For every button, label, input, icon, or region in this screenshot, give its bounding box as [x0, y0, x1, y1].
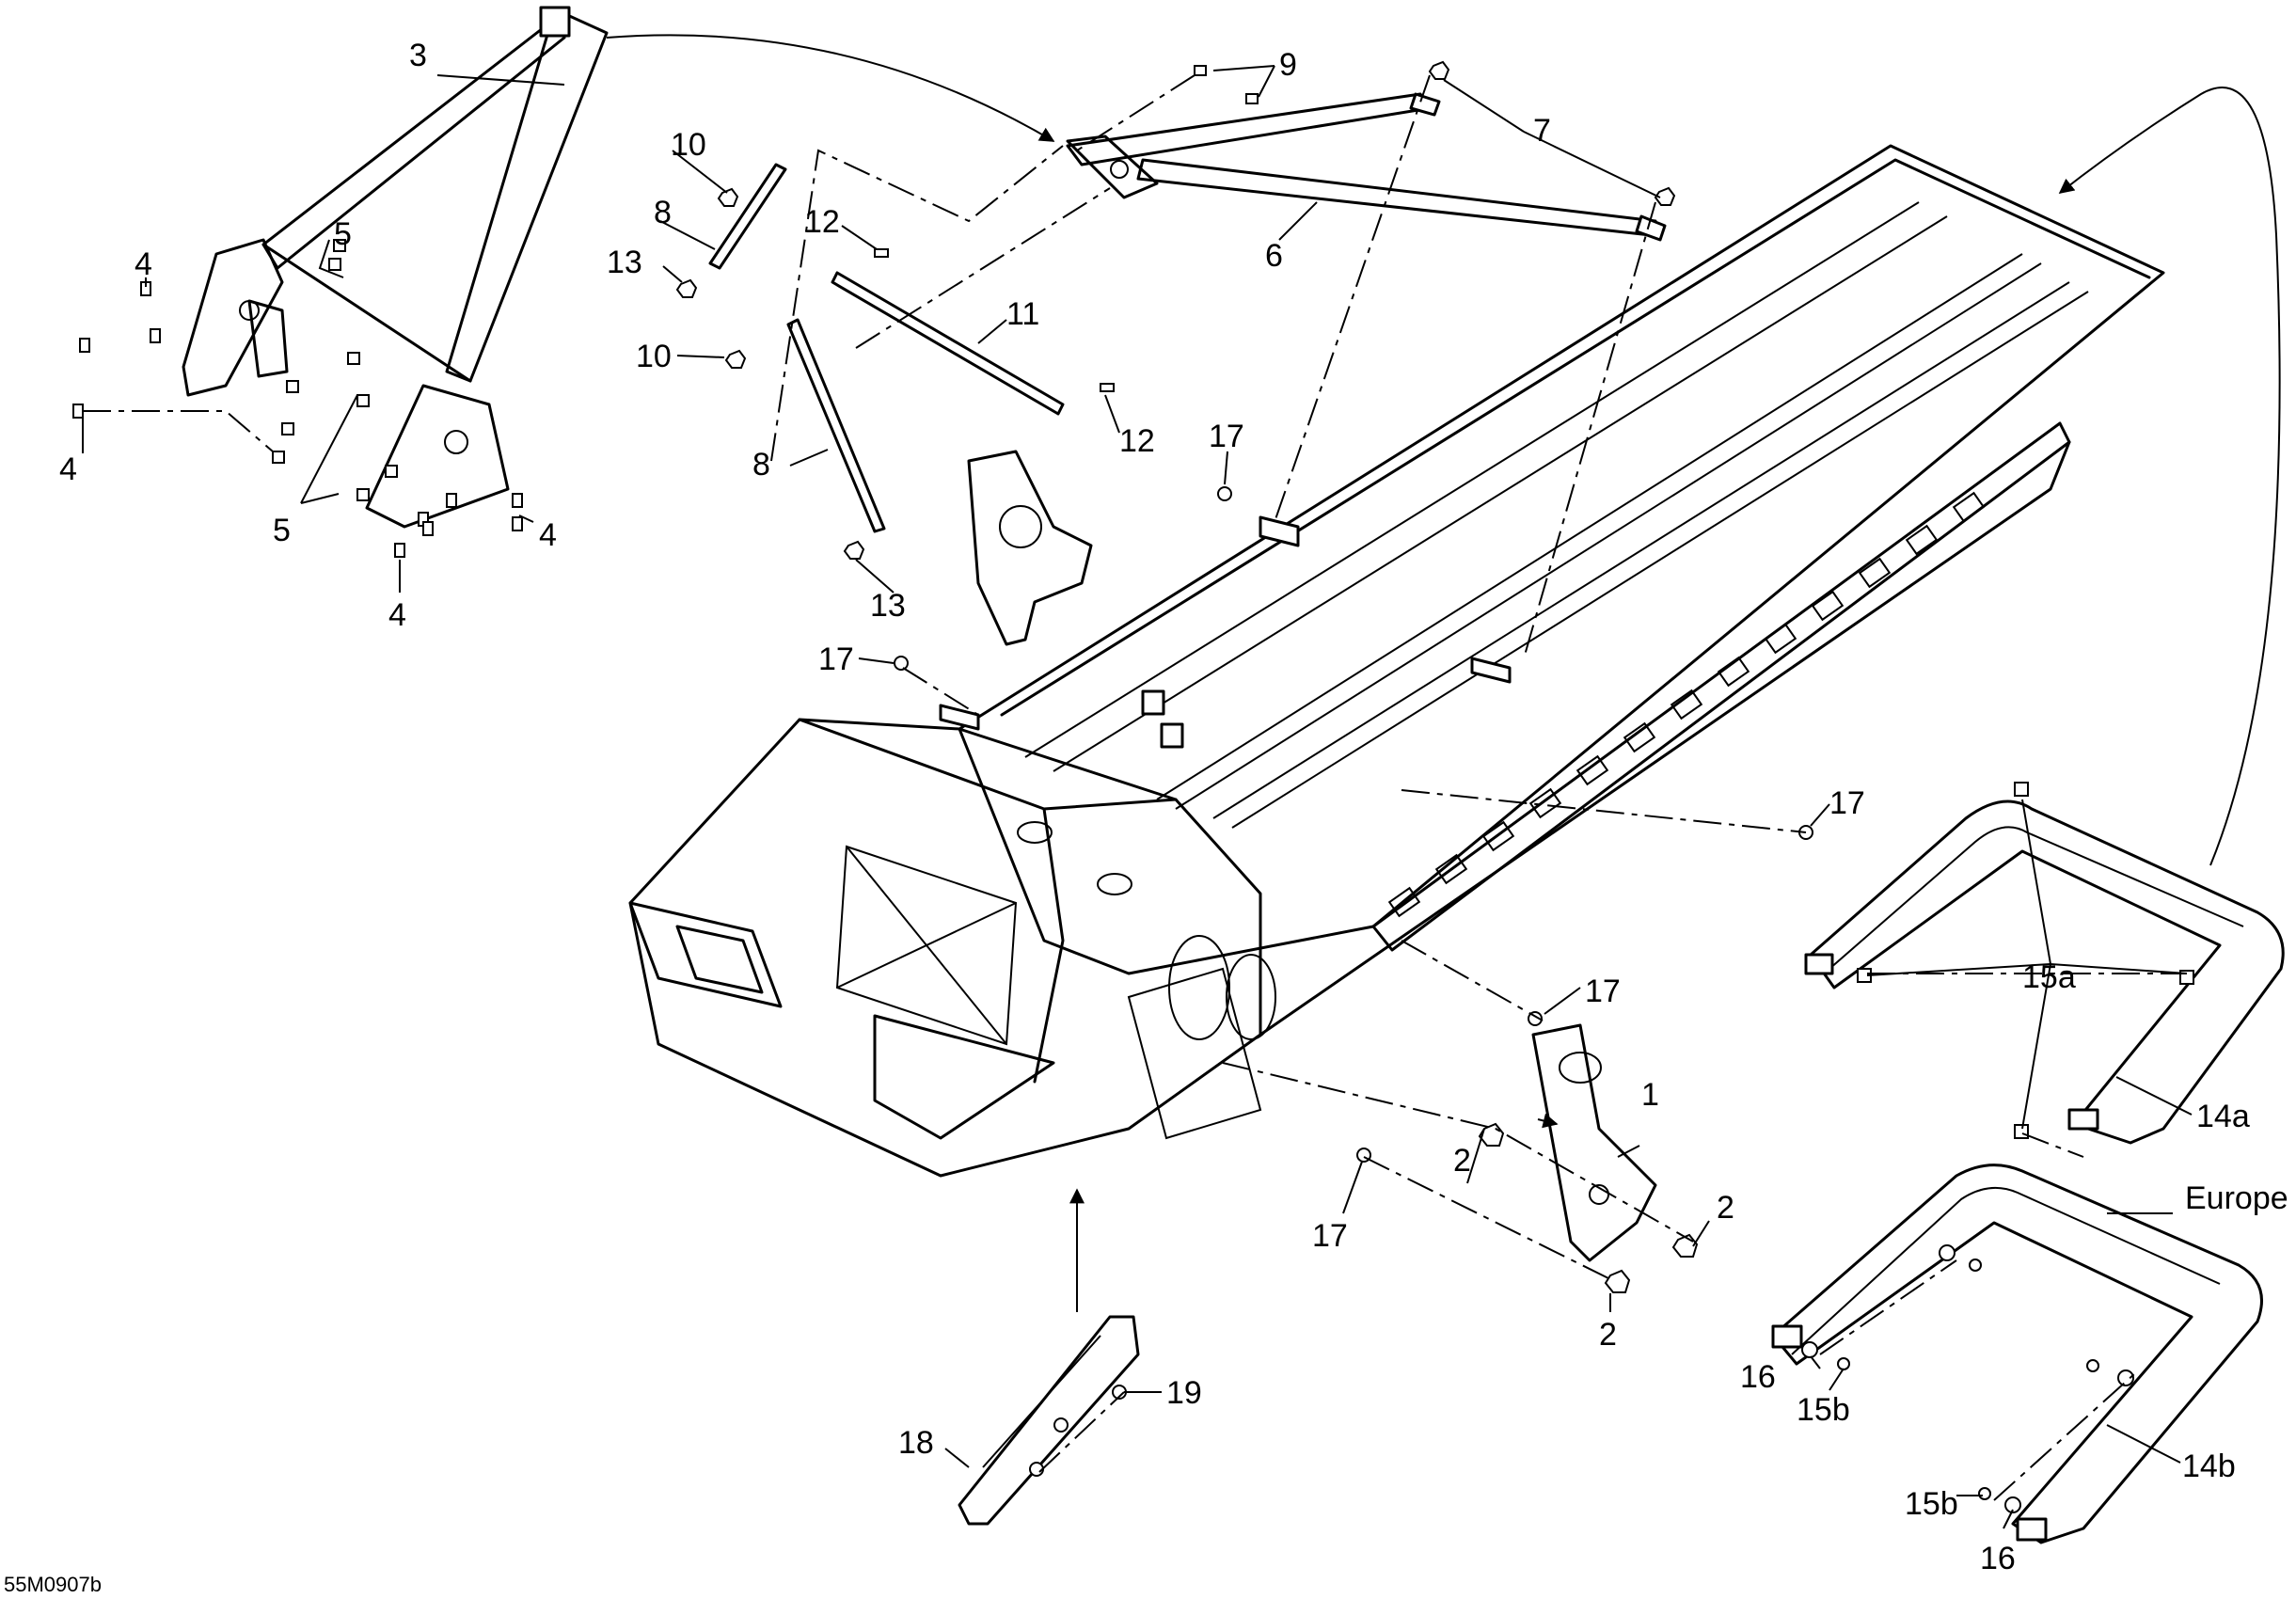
- rod-11: [831, 271, 1065, 416]
- callout-12a: 12: [804, 204, 840, 240]
- engine-bracket: [967, 450, 1093, 646]
- assembly-lines: [83, 74, 2187, 1501]
- callout-2a: 2: [1453, 1143, 1471, 1179]
- rear-bumper-14b: [1771, 1164, 2263, 1544]
- rear-bumper-14a: [1804, 800, 2285, 1145]
- callout-12b: 12: [1119, 423, 1155, 459]
- a-frame-brace: [182, 6, 609, 529]
- callout-7: 7: [1533, 113, 1551, 149]
- callout-5a: 5: [334, 216, 352, 252]
- callout-15b-1: 15b: [1797, 1392, 1850, 1428]
- side-bracket-part-1: [1531, 1023, 1657, 1262]
- hardware-fasteners: [72, 60, 2194, 1513]
- rear-brace: [1066, 92, 1667, 242]
- callout-labels: 1 2 2 2 3 4 4 4 4 5 5 6 7 8 8 9 10 10 11…: [59, 38, 2288, 1576]
- callout-14b: 14b: [2182, 1449, 2236, 1484]
- tunnel-side-cutouts: [1387, 491, 1986, 918]
- callout-9: 9: [1279, 47, 1297, 83]
- callout-11: 11: [1006, 296, 1039, 332]
- tunnel-frame-assembly: [628, 144, 2165, 1178]
- callout-16b: 16: [1980, 1541, 2016, 1576]
- callout-5b: 5: [273, 513, 291, 548]
- callout-17b: 17: [818, 641, 854, 677]
- callout-2b: 2: [1717, 1190, 1734, 1226]
- figure-reference: 55M0907b: [4, 1573, 102, 1596]
- callout-4c: 4: [539, 517, 557, 553]
- callout-19: 19: [1166, 1375, 1202, 1411]
- callout-2c: 2: [1599, 1317, 1617, 1353]
- callout-17d: 17: [1585, 974, 1621, 1009]
- callout-4a: 4: [135, 246, 152, 282]
- callout-8b: 8: [752, 447, 770, 483]
- callout-14a: 14a: [2196, 1099, 2250, 1134]
- callout-13a: 13: [607, 245, 642, 280]
- callout-15a: 15a: [2022, 959, 2076, 995]
- callout-8a: 8: [654, 195, 672, 230]
- direction-arrows: [606, 34, 2281, 1312]
- callout-10a: 10: [671, 127, 706, 163]
- rod-8-upper: [708, 163, 787, 270]
- europe-label: Europe: [2185, 1180, 2288, 1216]
- callout-3: 3: [409, 38, 427, 73]
- callout-4d: 4: [388, 597, 406, 633]
- callout-6: 6: [1265, 238, 1283, 274]
- callout-4b: 4: [59, 451, 77, 487]
- runner-part-18: [958, 1315, 1140, 1526]
- callout-13b: 13: [870, 588, 906, 624]
- callout-15b-2: 15b: [1905, 1486, 1958, 1522]
- callout-17c: 17: [1829, 785, 1865, 821]
- callout-17e: 17: [1312, 1218, 1348, 1254]
- callout-16a: 16: [1740, 1359, 1776, 1395]
- callout-10b: 10: [636, 339, 672, 374]
- callout-17a: 17: [1209, 419, 1244, 454]
- rod-8-lower: [786, 318, 886, 533]
- callout-18: 18: [898, 1425, 934, 1461]
- callout-1: 1: [1641, 1077, 1659, 1113]
- leader-lines: [82, 65, 2193, 1529]
